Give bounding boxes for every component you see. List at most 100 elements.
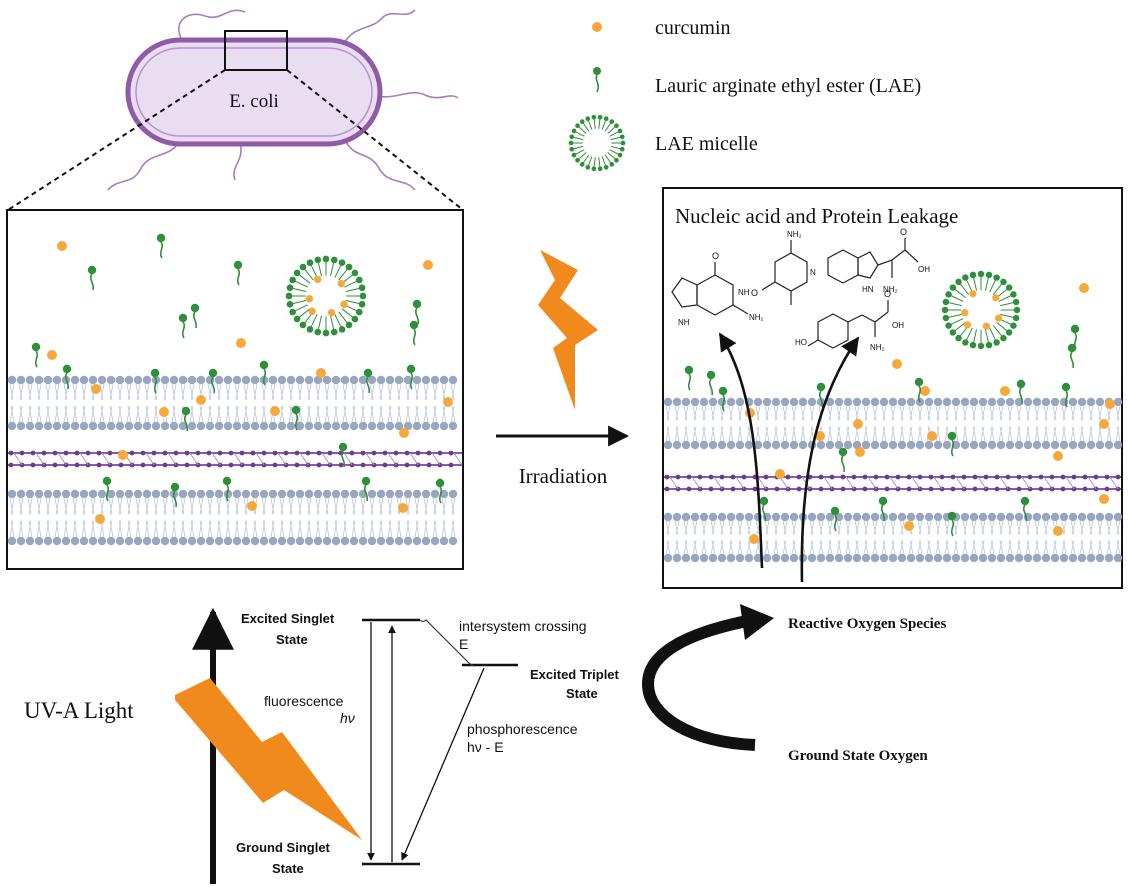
lipid-tail	[746, 520, 752, 555]
lipid-tail	[387, 497, 393, 538]
lipid-head	[214, 375, 224, 385]
lipid-head	[762, 440, 772, 450]
lipid-tail	[710, 405, 716, 442]
lipid-tail	[288, 497, 294, 538]
lipid-head	[1104, 553, 1114, 563]
lipid-head	[807, 553, 817, 563]
lipid-head	[1014, 512, 1024, 522]
lipid-head	[1086, 440, 1096, 450]
lipid-head	[789, 512, 799, 522]
membrane-before	[7, 375, 463, 546]
lipid-head	[699, 553, 709, 563]
tryptophan-hn-label: HN	[862, 285, 874, 294]
lipid-head	[322, 375, 332, 385]
micelle-head	[985, 341, 993, 349]
lipid-head	[79, 421, 89, 431]
lipid-head	[951, 553, 961, 563]
peptidoglycan-node	[107, 450, 113, 456]
peptidoglycan-crosslink	[189, 452, 199, 466]
lipid-head	[816, 553, 826, 563]
peptidoglycan-node	[52, 462, 58, 468]
lipid-head	[744, 553, 754, 563]
lae-molecule-tail	[365, 376, 371, 394]
lipid-head	[340, 489, 350, 499]
lipid-tail	[315, 497, 321, 538]
lipid-head	[1041, 397, 1051, 407]
lipid-head	[744, 440, 754, 450]
lipid-tail	[252, 383, 258, 423]
micelle-head	[977, 270, 985, 278]
curcumin-molecule	[337, 279, 345, 288]
lipid-tail	[243, 497, 249, 538]
ecoli-cell: E. coli	[107, 9, 459, 191]
lipid-head	[97, 421, 107, 431]
peptidoglycan-node	[349, 450, 355, 456]
lae-molecule-head	[208, 368, 218, 378]
lipid-head	[412, 421, 422, 431]
peptidoglycan-node	[140, 450, 146, 456]
peptidoglycan-node	[173, 450, 179, 456]
lipid-head	[1050, 553, 1060, 563]
micelle-head	[942, 298, 950, 306]
peptidoglycan-node	[184, 462, 190, 468]
lae-molecule-tail	[761, 504, 767, 522]
lae-molecule-head	[181, 406, 191, 416]
peptidoglycan-node	[250, 450, 256, 456]
lipid-head	[430, 536, 440, 546]
lipid-head	[142, 421, 152, 431]
lipid-tail	[1061, 520, 1067, 555]
lipid-head	[439, 536, 449, 546]
lipid-head	[978, 512, 988, 522]
lipid-head	[762, 397, 772, 407]
lipid-tail	[917, 405, 923, 442]
lipid-tail	[674, 405, 680, 442]
lipid-tail	[944, 405, 950, 442]
peptidoglycan-node	[774, 486, 780, 492]
lipid-tail	[917, 520, 923, 555]
lipid-tail	[54, 383, 60, 423]
peptidoglycan-node	[272, 450, 278, 456]
peptidoglycan-crosslink	[1109, 476, 1119, 490]
guanine-nh-ring-label: NH	[678, 318, 690, 327]
lipid-head	[250, 536, 260, 546]
micelle-head	[289, 276, 296, 284]
micelle-head	[330, 256, 338, 264]
lipid-head	[403, 489, 413, 499]
peptidoglycan-crosslink	[409, 452, 419, 466]
peptidoglycan-node	[96, 462, 102, 468]
lipid-tail	[728, 405, 734, 442]
curcumin-molecule	[443, 397, 453, 407]
lipid-head	[816, 512, 826, 522]
lipid-head	[744, 512, 754, 522]
lipid-head	[933, 440, 943, 450]
micelle-head	[949, 284, 957, 291]
peptidoglycan-node	[1060, 486, 1066, 492]
lipid-tail	[360, 497, 366, 538]
lipid-head	[322, 536, 332, 546]
lipid-head	[385, 375, 395, 385]
guanine-structure: O NH NH₂ NH	[671, 251, 764, 327]
lipid-tail	[989, 520, 995, 555]
lipid-head	[205, 536, 215, 546]
lae-molecule-tail	[1069, 351, 1075, 369]
lipid-head	[1023, 440, 1033, 450]
lipid-head	[232, 536, 242, 546]
peptidoglycan-node	[818, 474, 824, 480]
lae-molecule-head	[1061, 382, 1071, 392]
lipid-head	[133, 489, 143, 499]
lipid-head	[978, 553, 988, 563]
peptidoglycan-node	[41, 450, 47, 456]
peptidoglycan-node	[961, 474, 967, 480]
lipid-head	[439, 421, 449, 431]
lipid-tail	[432, 497, 438, 538]
lipid-head	[277, 536, 287, 546]
micelle-head	[955, 334, 962, 342]
lipid-tail	[1115, 405, 1121, 442]
lipid-head	[52, 375, 62, 385]
lipid-head	[1077, 440, 1087, 450]
peptidoglycan-node	[1027, 474, 1033, 480]
peptidoglycan-node	[30, 462, 36, 468]
lipid-head	[1095, 440, 1105, 450]
lipid-tail	[827, 405, 833, 442]
intersystem-crossing-wave	[419, 619, 475, 667]
